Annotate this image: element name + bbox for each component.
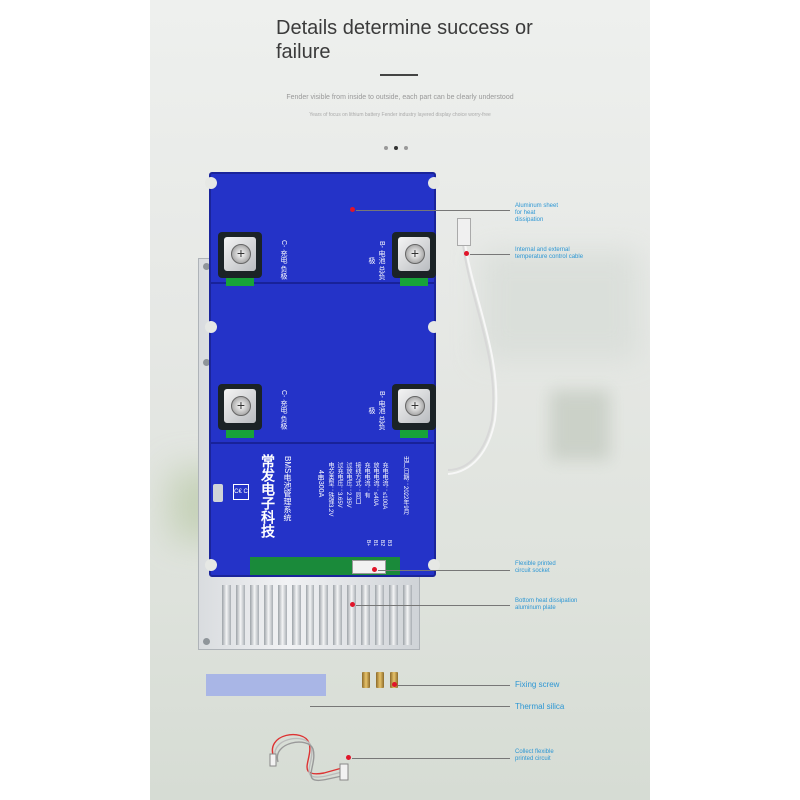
background-blur-frame	[480, 250, 640, 360]
terminal-b-minus-top: +	[392, 232, 436, 286]
terminal-c-minus-top: +	[218, 232, 262, 286]
board-spec-line: 过充电压：3.65V	[336, 462, 342, 508]
thermal-silica-pad	[206, 674, 326, 696]
page-title: Details determine success or failure	[276, 17, 533, 63]
ce-mark: C€ C	[233, 484, 249, 500]
marker-temp-cable	[464, 251, 469, 256]
board-spec-line: 放电电流：≤40A	[372, 462, 378, 506]
terminal-b-label-top: B- 电池 总负极	[368, 240, 385, 280]
terminal-c-label-top: C- 充电 负极	[280, 240, 287, 280]
fpc-collect-cable	[269, 733, 349, 782]
board-spec-line: 电芯类型：铁锂3.2V	[327, 462, 333, 517]
subtitle: Fender visible from inside to outside, e…	[286, 94, 514, 101]
heatsink-fins	[222, 585, 412, 645]
fpc-socket	[352, 560, 386, 574]
marker-collect-fpc	[346, 755, 351, 760]
temperature-sensor-plug	[457, 218, 471, 246]
board-spec-line: 接线方式：同口	[354, 462, 360, 504]
pager-dot-3[interactable]	[404, 146, 408, 150]
callout-fixing-screw: Fixing screw	[515, 680, 560, 689]
tagline: Years of focus on lithium battery Fender…	[309, 112, 491, 118]
fixing-screw	[390, 672, 398, 688]
board-brand: 常发电子科技	[260, 454, 276, 538]
marker-fpc-socket	[372, 567, 377, 572]
pager-dot-2-active[interactable]	[394, 146, 398, 150]
title-divider	[380, 74, 418, 76]
board-connector-label: B+	[365, 540, 371, 547]
callout-thermal-silica: Thermal silica	[515, 702, 565, 711]
board-date: 出厂日期：2022年9月	[402, 456, 408, 515]
carousel-pager[interactable]	[384, 146, 408, 150]
heatsink-mount-hole	[203, 359, 210, 366]
marker-aluminum-sheet	[350, 207, 355, 212]
terminal-c-minus-bottom: +	[218, 384, 262, 438]
board-connector-port	[213, 484, 223, 502]
fixing-screw	[376, 672, 384, 688]
board-spec-line: 充电电流：≤100A	[381, 462, 387, 510]
board-spec-line: 充电电流：有	[363, 462, 369, 498]
marker-fixing-screw	[392, 682, 397, 687]
marker-bottom-plate	[350, 602, 355, 607]
pager-dot-1[interactable]	[384, 146, 388, 150]
terminal-c-label-bottom: C- 充电 负极	[280, 390, 287, 430]
board-panel-seam	[211, 282, 434, 284]
board-connector-label: B1	[372, 540, 378, 547]
board-spec-line: 过放电压：2.35V	[345, 462, 351, 508]
board-connector-label: B3	[386, 540, 392, 547]
fixing-screw	[362, 672, 370, 688]
heatsink-mount-hole	[203, 638, 210, 645]
board-system-name: BMS电池管理系统	[283, 456, 292, 522]
terminal-b-minus-bottom: +	[392, 384, 436, 438]
board-connector-label: B2	[379, 540, 385, 547]
board-panel-seam	[211, 442, 434, 444]
terminal-b-label-bottom: B- 电池 总负极	[368, 390, 385, 430]
heatsink-mount-hole	[203, 263, 210, 270]
background-blur-picture	[550, 390, 610, 460]
board-spec-title: 4串300A	[317, 470, 324, 498]
